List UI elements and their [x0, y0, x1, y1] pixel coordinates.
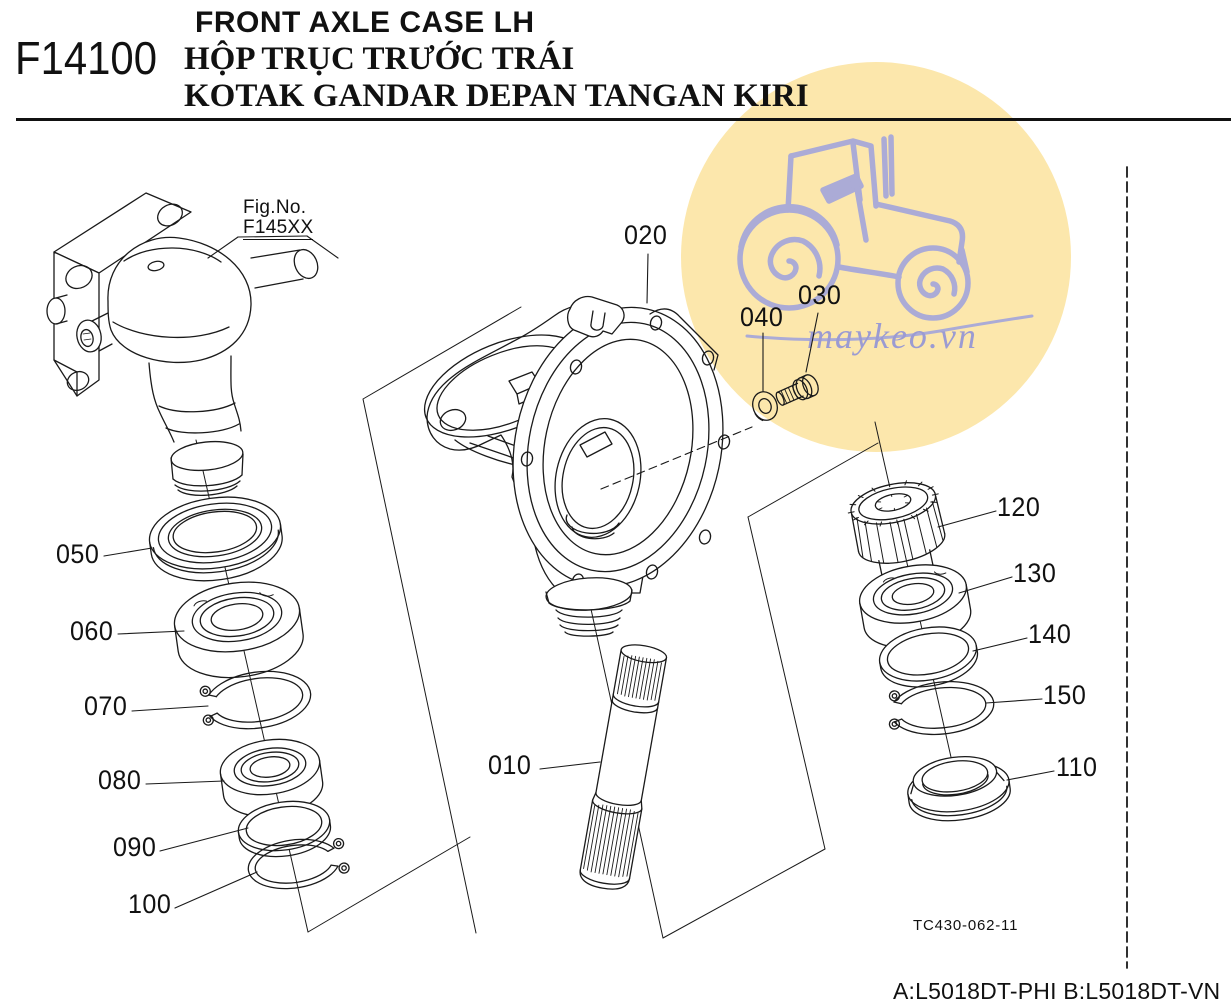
- part-label-120: 120: [997, 492, 1041, 522]
- part-drawing-knuckle-f145xx: [46, 192, 319, 496]
- part-label-030: 030: [798, 280, 842, 310]
- model-codes: A:L5018DT-PHI B:L5018DT-VN: [893, 978, 1221, 1004]
- title-english: FRONT AXLE CASE LH: [195, 6, 535, 39]
- part-drawing-070: [199, 670, 312, 730]
- part-drawing-060: [173, 581, 304, 679]
- part-label-150: 150: [1043, 680, 1087, 710]
- watermark: maykeo.vn: [681, 62, 1071, 452]
- figure-reference: Fig.No. F145XX: [243, 197, 314, 240]
- part-label-140: 140: [1028, 619, 1072, 649]
- part-drawing-040: [752, 391, 778, 422]
- part-label-040: 040: [740, 302, 784, 332]
- part-drawing-150: [888, 680, 995, 736]
- part-drawing-110: [907, 756, 1011, 822]
- part-label-050: 050: [56, 539, 100, 569]
- leader-lines: [103, 235, 1055, 909]
- part-drawing-050: [148, 496, 283, 582]
- watermark-circle: [681, 62, 1071, 452]
- part-drawing-140: [878, 626, 979, 688]
- part-label-080: 080: [98, 765, 142, 795]
- part-drawing-030: [775, 374, 819, 406]
- figure-code: F14100: [15, 32, 157, 84]
- part-drawing-120: [847, 480, 946, 582]
- part-drawing-090: [237, 800, 332, 858]
- part-label-100: 100: [128, 889, 172, 919]
- drawing-code: TC430-062-11: [913, 917, 1019, 934]
- part-label-090: 090: [113, 832, 157, 862]
- part-label-070: 070: [84, 691, 128, 721]
- part-label-130: 130: [1013, 558, 1057, 588]
- title-vietnamese: HỘP TRỤC TRƯỚC TRÁI: [184, 41, 575, 77]
- part-drawing-020: [423, 295, 753, 637]
- watermark-text: maykeo.vn: [807, 316, 978, 356]
- part-drawing-100: [247, 837, 350, 890]
- part-label-060: 060: [70, 616, 114, 646]
- part-drawing-080: [219, 738, 324, 818]
- part-drawing-010: [579, 644, 668, 890]
- exploded-diagram: [46, 166, 1128, 969]
- figure-reference-number: F145XX: [243, 217, 314, 240]
- title-indonesian: KOTAK GANDAR DEPAN TANGAN KIRI: [184, 78, 809, 114]
- part-label-110: 110: [1056, 752, 1098, 782]
- part-label-020: 020: [624, 220, 668, 250]
- tractor-icon: [737, 134, 1034, 342]
- header-rule: [16, 118, 1231, 121]
- figure-reference-label: Fig.No.: [243, 197, 307, 218]
- part-label-010: 010: [488, 750, 532, 780]
